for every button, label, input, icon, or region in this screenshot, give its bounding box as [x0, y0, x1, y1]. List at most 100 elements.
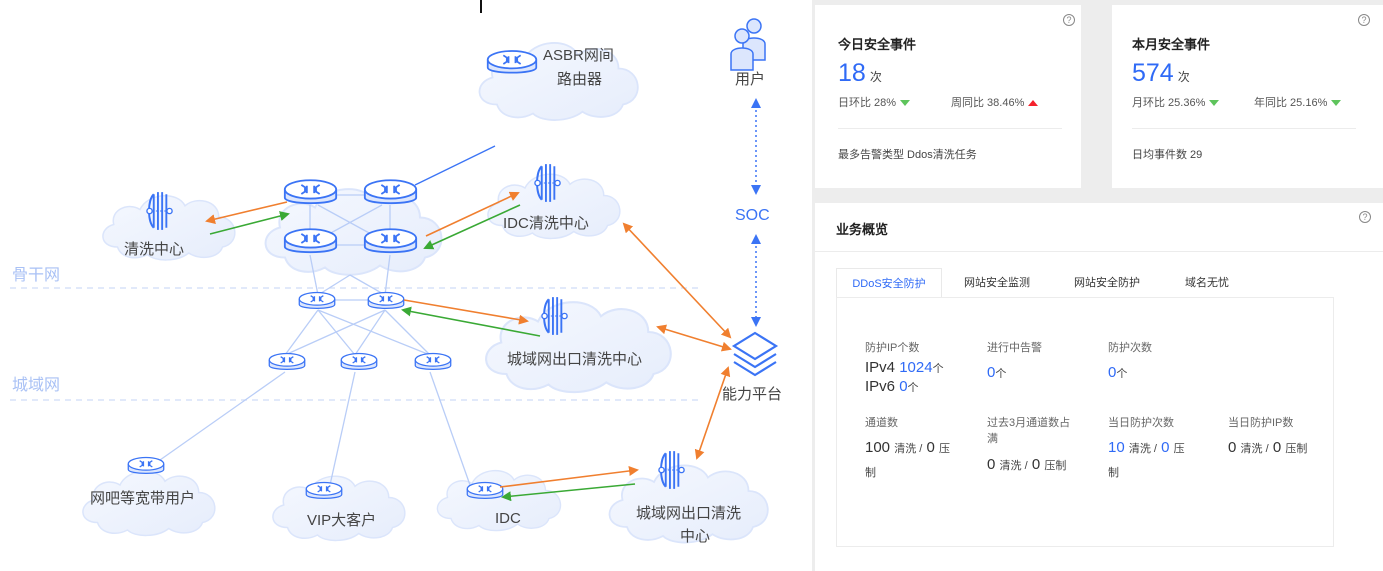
scrub-center-label: 清洗中心 — [124, 241, 185, 258]
asbr-label-line1: ASBR网间 — [543, 47, 614, 64]
divider — [815, 251, 1383, 252]
protected-ipv6: IPv6 0个 — [865, 377, 919, 398]
metro-exit-scrub2-label-line1: 城域网出口清洗 — [636, 505, 742, 522]
value: 0 — [1108, 364, 1117, 381]
year-ratio: 年同比 25.16% — [1254, 94, 1342, 110]
clean-unit: 清洗 / — [1128, 443, 1157, 455]
trend-down-icon — [1209, 100, 1220, 107]
value: 0 — [987, 364, 996, 381]
asbr-uplink — [414, 145, 496, 186]
netbar-router-icon — [127, 456, 165, 475]
today-protect-label: 当日防护次数 — [1108, 417, 1174, 429]
user-label: 用户 — [735, 71, 766, 88]
clean-value: 0 — [987, 456, 996, 473]
month-count-value: 574 — [1132, 59, 1174, 87]
zone-label-backbone: 骨干网 — [12, 267, 61, 284]
topology-canvas — [10, 0, 779, 544]
aggregation-router-icon — [298, 291, 336, 310]
protected-ip-label: 防护IP个数 — [865, 342, 920, 354]
ipv4-prefix: IPv4 — [865, 359, 896, 376]
unit: 个 — [907, 382, 919, 394]
metro-router-icon — [340, 352, 378, 371]
clean-unit: 清洗 / — [1240, 443, 1269, 455]
today-events-title: 今日安全事件 — [838, 37, 917, 52]
clean-unit: 清洗 / — [894, 443, 923, 455]
core-router-icon — [283, 179, 338, 205]
ipv6-prefix: IPv6 — [865, 378, 896, 395]
idc-scrub-label: IDC清洗中心 — [503, 215, 589, 232]
today-protect-ip-label: 当日防护IP数 — [1228, 417, 1294, 429]
unit: 个 — [995, 368, 1007, 380]
traffic-arrows — [205, 191, 732, 502]
channels-value: 100 清洗 / 0 压 — [865, 438, 950, 459]
suppress-unit: 压 — [939, 443, 951, 455]
metro-router-icon — [414, 352, 452, 371]
suppress-unit-tail: 制 — [1108, 467, 1119, 479]
channels-value-tail: 制 — [865, 462, 876, 483]
netbar-label: 网吧等宽带用户 — [90, 490, 196, 507]
tab-domain-care[interactable]: 域名无忧 — [1185, 277, 1229, 289]
today-protect-value: 10 清洗 / 0 压 — [1108, 438, 1185, 459]
suppress-unit: 压制 — [1285, 443, 1308, 455]
trend-down-icon — [900, 100, 911, 107]
month-count-unit: 次 — [1177, 70, 1190, 84]
today-top-alert-type: 最多告警类型 Ddos清洗任务 — [838, 149, 977, 161]
platform-label: 能力平台 — [722, 386, 783, 403]
channels-full-3m-label-line2: 满 — [987, 433, 998, 445]
users-icon — [730, 18, 766, 71]
channels-full-3m-label-line1: 过去3月通道数占 — [987, 417, 1071, 429]
tab-website-monitoring[interactable]: 网站安全监测 — [964, 277, 1030, 289]
protect-count-value: 0个 — [1108, 363, 1127, 384]
tab-website-protection[interactable]: 网站安全防护 — [1074, 277, 1140, 289]
tab-ddos-protection[interactable]: DDoS安全防护 — [836, 268, 942, 298]
metro-router-icon — [268, 352, 306, 371]
clean-value: 10 — [1108, 439, 1125, 456]
suppress-unit-tail: 制 — [865, 467, 876, 479]
year-ratio-text: 年同比 25.16% — [1254, 97, 1328, 109]
suppress-value: 0 — [926, 439, 935, 456]
metro-exit-scrub2-label-line2: 中心 — [680, 528, 711, 545]
suppress-value: 0 — [1161, 439, 1170, 456]
asbr-router-icon — [486, 50, 538, 74]
zone-label-metro: 城域网 — [12, 377, 61, 394]
protect-count-label: 防护次数 — [1108, 342, 1152, 354]
overview-title: 业务概览 — [836, 222, 889, 237]
help-icon[interactable]: ? — [1358, 14, 1370, 26]
idc-label: IDC — [495, 510, 521, 527]
suppress-unit: 压制 — [1044, 460, 1067, 472]
core-router-icon — [363, 228, 418, 254]
core-router-icon — [363, 179, 418, 205]
divider — [838, 128, 1062, 129]
day-ratio-text: 日环比 28% — [838, 97, 897, 109]
suppress-unit: 压 — [1173, 443, 1185, 455]
asbr-label-line2: 路由器 — [557, 71, 603, 88]
trend-down-icon — [1331, 100, 1342, 107]
metro-exit-scrub-cloud — [485, 301, 672, 394]
month-events-title: 本月安全事件 — [1132, 37, 1211, 52]
channels-full-3m-value: 0 清洗 / 0 压制 — [987, 455, 1066, 476]
business-overview-card: ? 业务概览 DDoS安全防护 网站安全监测 网站安全防护 域名无忧 防护IP个… — [815, 203, 1383, 571]
clean-value: 0 — [1228, 439, 1237, 456]
month-ratio: 月环比 25.36% — [1132, 94, 1220, 110]
idc-router-icon — [466, 481, 504, 500]
week-ratio-text: 周同比 38.46% — [951, 97, 1025, 109]
soc-label[interactable]: SOC — [735, 207, 770, 224]
help-icon[interactable]: ? — [1359, 211, 1371, 223]
ipv6-value: 0 — [899, 378, 908, 395]
active-alerts-label: 进行中告警 — [987, 342, 1042, 354]
vip-router-icon — [305, 481, 343, 500]
today-count-unit: 次 — [869, 70, 882, 84]
network-topology: 骨干网 城域网 ASBR网间 路由器 清洗中心 IDC清洗中心 城域网出口清洗中… — [10, 0, 783, 545]
help-icon[interactable]: ? — [1063, 14, 1075, 26]
links — [159, 194, 471, 486]
core-router-icon — [283, 228, 338, 254]
month-ratio-text: 月环比 25.36% — [1132, 97, 1206, 109]
today-count-value: 18 — [838, 59, 866, 87]
platform-layers-icon — [731, 331, 779, 377]
unit: 个 — [932, 363, 944, 375]
aggregation-router-icon — [367, 291, 405, 310]
